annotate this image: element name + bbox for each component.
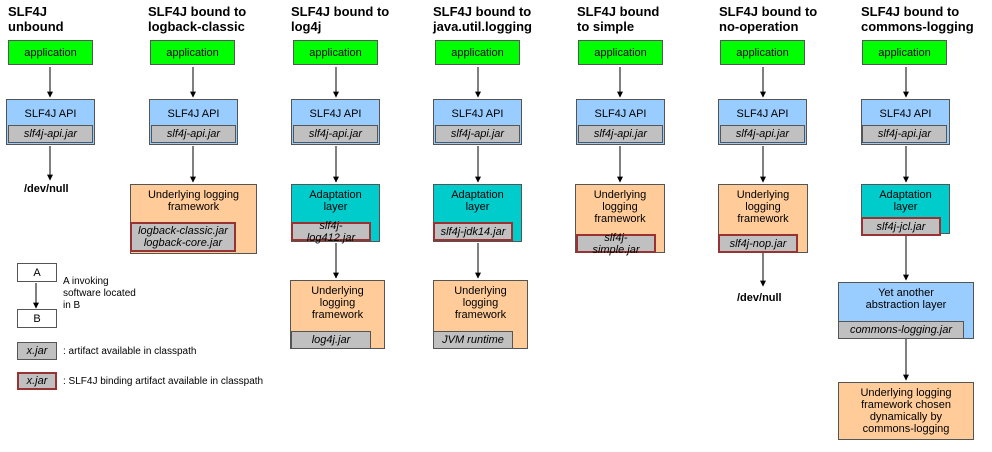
jcl-binding-jar: slf4j-jcl.jar: [861, 217, 941, 236]
slf4j-api-label: SLF4J API: [24, 108, 77, 120]
dev-null-label: /dev/null: [737, 292, 782, 304]
jvm-runtime: JVM runtime: [433, 331, 513, 349]
slf4j-api-label: SLF4J API: [879, 108, 932, 120]
slf4j-api-jar: slf4j-api.jar: [293, 125, 378, 143]
column-title-log4j: SLF4J bound to log4j: [291, 4, 390, 34]
column-title-jcl: SLF4J bound to commons-logging: [861, 4, 974, 34]
dev-null-label: /dev/null: [24, 183, 69, 195]
underlying-framework-label: Underlying logging framework: [736, 189, 790, 225]
legend-box-a: A: [17, 263, 57, 282]
application-box: application: [150, 40, 235, 65]
underlying-framework-label: Underlying logging framework: [311, 285, 364, 321]
slf4j-api-jar: slf4j-api.jar: [8, 125, 93, 143]
adaptation-layer-label: Adaptation layer: [879, 189, 932, 213]
adaptation-layer-label: Adaptation layer: [309, 189, 362, 213]
application-box: application: [435, 40, 520, 65]
application-box: application: [578, 40, 663, 65]
slf4j-api-label: SLF4J API: [309, 108, 362, 120]
application-box: application: [8, 40, 93, 65]
application-box: application: [293, 40, 378, 65]
underlying-framework-label: Underlying logging framework: [454, 285, 507, 321]
logback-jars-binding: logback-classic.jar logback-core.jar: [130, 222, 236, 252]
legend-box-b: B: [17, 309, 57, 328]
column-title-unbound: SLF4J unbound: [8, 4, 64, 34]
legend-artifact-jar: x.jar: [17, 342, 57, 360]
log4j-binding-jar: slf4j-log412.jar: [291, 220, 371, 244]
commons-logging-jar: commons-logging.jar: [838, 321, 964, 339]
slf4j-api-label: SLF4J API: [451, 108, 504, 120]
nop-binding-jar: slf4j-nop.jar: [718, 234, 798, 253]
legend-artifact-text: : artifact available in classpath: [63, 346, 197, 357]
chosen-dynamically-box: Underlying logging framework chosen dyna…: [838, 382, 974, 440]
slf4j-api-jar: slf4j-api.jar: [578, 125, 663, 143]
slf4j-api-jar: slf4j-api.jar: [435, 125, 520, 143]
slf4j-api-label: SLF4J API: [594, 108, 647, 120]
yet-another-abstraction-label: Yet another abstraction layer: [865, 287, 947, 311]
application-box: application: [862, 40, 947, 65]
slf4j-api-jar: slf4j-api.jar: [151, 125, 236, 143]
log4j-jar: log4j.jar: [291, 331, 371, 349]
column-title-nop: SLF4J bound to no-operation: [719, 4, 818, 34]
slf4j-api-jar: slf4j-api.jar: [720, 125, 805, 143]
legend-binding-jar: x.jar: [17, 372, 57, 390]
legend-binding-text: : SLF4J binding artifact available in cl…: [63, 376, 264, 387]
column-title-jul: SLF4J bound to java.util.logging: [433, 4, 532, 34]
slf4j-api-label: SLF4J API: [736, 108, 789, 120]
column-title-logback: SLF4J bound to logback-classic: [148, 4, 247, 34]
underlying-framework-label: Underlying logging framework: [147, 189, 240, 213]
application-box: application: [720, 40, 805, 65]
simple-binding-jar: slf4j-simple.jar: [576, 232, 656, 256]
jdk14-binding-jar: slf4j-jdk14.jar: [433, 222, 513, 241]
column-title-simple: SLF4J bound to simple: [577, 4, 660, 34]
legend-invoking-text: A invoking software located in B: [63, 276, 136, 311]
slf4j-api-label: SLF4J API: [167, 108, 220, 120]
adaptation-layer-label: Adaptation layer: [451, 189, 504, 213]
underlying-framework-label: Underlying logging framework: [593, 189, 647, 225]
slf4j-api-jar: slf4j-api.jar: [862, 125, 947, 143]
